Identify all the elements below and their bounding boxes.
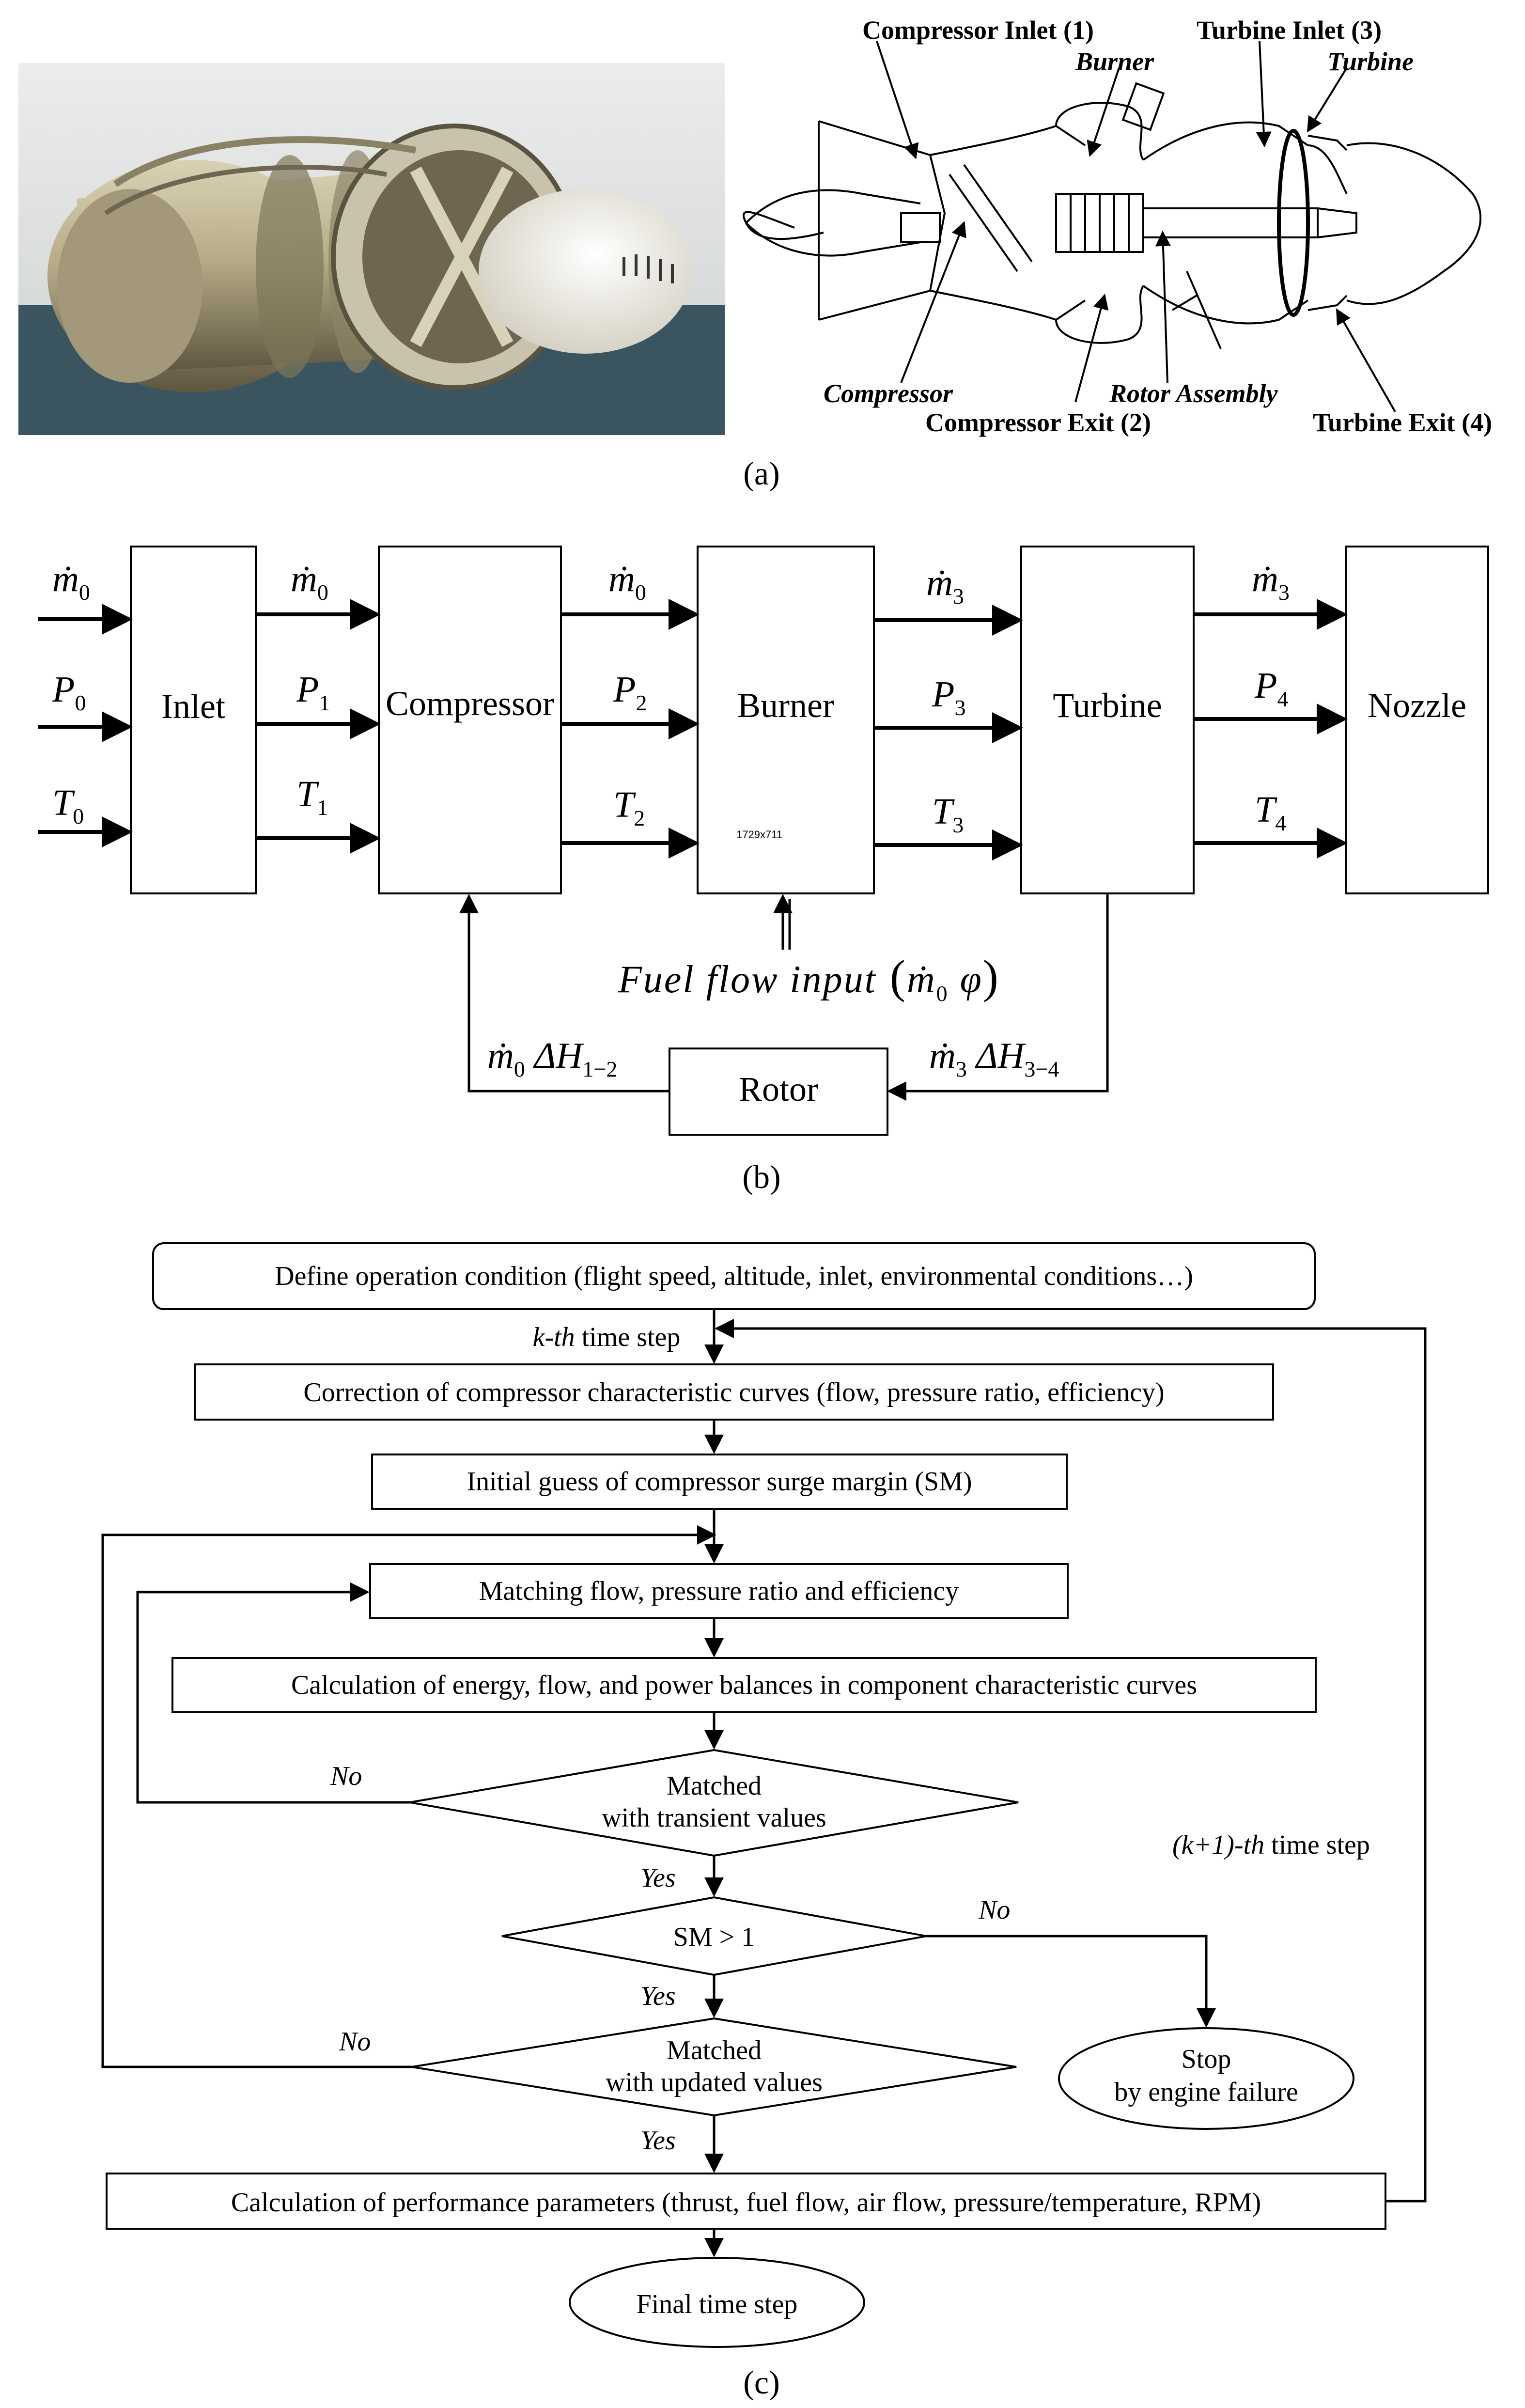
stop-line2: by engine failure [1114,2077,1298,2107]
signal-p0-in: P0 [52,669,86,715]
signal-p4: P4 [1254,665,1288,711]
decision-transient-line1: Matched [667,1771,762,1801]
label-compressor-exit: Compressor Exit (2) [925,408,1151,437]
signal-p1: P1 [296,669,330,715]
engine-photo [18,63,725,435]
label-turbine: Turbine [1327,47,1414,76]
flowchart-shapes [106,1242,1386,2348]
block-diagram [130,546,1489,1136]
schematic-leaders [876,41,1396,412]
label-yes-transient: Yes [640,1863,676,1893]
stop-line1: Stop [1182,2044,1231,2074]
signal-m0-in: ṁ0 [52,559,90,605]
label-no-updated: No [339,2027,371,2057]
kth-time-step: k-th time step [533,1322,681,1352]
signal-t3: T3 [932,791,964,837]
label-burner: Burner [1075,47,1154,76]
rotor-left-label: ṁ0 ΔH1−2 [487,1035,617,1081]
signal-arrows [38,599,1348,860]
signal-p3: P3 [932,674,965,720]
signal-m0-comp: ṁ0 [608,559,646,605]
fuel-flow-input: Fuel flow input (ṁ0 φ) [618,951,1000,1006]
label-no-transient: No [330,1761,362,1791]
signal-m3-burner: ṁ3 [926,563,964,609]
feedback-lines [459,894,1109,1101]
label-no-sm: No [978,1895,1010,1925]
label-turbine-inlet: Turbine Inlet (3) [1197,16,1382,45]
decision-transient-line2: with transient values [602,1803,826,1833]
decision-updated-line1: Matched [667,2035,762,2065]
label-turbine-exit: Turbine Exit (4) [1313,408,1492,437]
caption-b: (b) [742,1158,780,1195]
block-turbine: Turbine [1053,686,1162,725]
block-compressor: Compressor [386,684,554,723]
step-matching: Matching flow, pressure ratio and effici… [479,1576,959,1606]
signal-t0-in: T0 [52,782,84,829]
step-correction: Correction of compressor characteristic … [303,1377,1164,1407]
block-rotor: Rotor [739,1070,818,1109]
label-compressor: Compressor [824,379,953,408]
signal-m3-turbine: ṁ3 [1252,559,1290,605]
signal-m0-inlet: ṁ0 [291,559,328,605]
k1-time-step: (k+1)-th time step [1172,1830,1370,1860]
block-burner: Burner [737,686,834,725]
signal-p2: P2 [613,669,647,715]
caption-a: (a) [743,455,779,492]
signal-t2: T2 [613,784,645,830]
step-calculation: Calculation of energy, flow, and power b… [291,1670,1197,1700]
label-yes-updated: Yes [640,2126,676,2156]
final-time-step: Final time step [637,2289,798,2319]
label-compressor-inlet: Compressor Inlet (1) [862,16,1094,45]
engine-schematic [743,82,1482,349]
decision-updated-line2: with updated values [606,2067,823,2097]
step-performance: Calculation of performance parameters (t… [231,2188,1261,2218]
rotor-right-label: ṁ3 ΔH3−4 [929,1035,1059,1081]
label-rotor-assembly: Rotor Assembly [1109,379,1278,408]
signal-t1: T1 [296,774,328,820]
block-nozzle: Nozzle [1368,686,1466,725]
step-define: Define operation condition (flight speed… [275,1261,1193,1291]
flowchart-connectors [101,1309,1427,2257]
block-inlet: Inlet [161,687,225,726]
decision-sm: SM > 1 [673,1922,755,1952]
caption-c: (c) [743,2364,779,2401]
label-yes-sm: Yes [640,1981,676,2011]
burner-size-note: 1729x711 [736,829,782,841]
signal-t4: T4 [1255,789,1286,835]
step-initial-guess: Initial guess of compressor surge margin… [467,1467,972,1497]
